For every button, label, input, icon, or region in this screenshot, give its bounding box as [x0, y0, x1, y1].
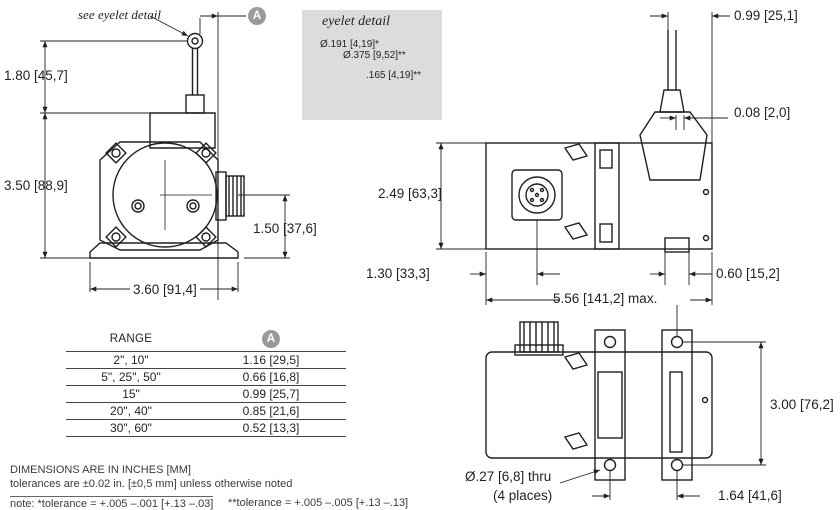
a-value-cell: 0.99 [25,7] [196, 385, 346, 403]
eyelet-detail-title: eyelet detail [322, 14, 391, 29]
eyelet-hole [191, 37, 199, 45]
bottom-connector [519, 321, 559, 353]
a-value-cell: 0.85 [21,6] [196, 402, 346, 420]
tolerance-note-2: **tolerance = +.005 –.005 [+.13 –.13] [228, 497, 409, 509]
table-row: 2", 10" 1.16 [29,5] [66, 351, 346, 369]
front-view [89, 32, 245, 259]
side-body [485, 142, 713, 250]
eyelet-dim-165: .165 [4,19]** [366, 70, 422, 81]
a-column-badge: A [262, 330, 280, 348]
hole-size-label: Ø.27 [6,8] thru [465, 469, 552, 484]
dim-5-56-max: 5.56 [141,2] max. [553, 291, 658, 306]
dim-3-50: 3.50 [88,9] [4, 178, 68, 193]
a-column-header: A [196, 330, 346, 352]
dim-0-08: 0.08 [2,0] [734, 105, 791, 120]
dim-1-80: 1.80 [45,7] [4, 68, 68, 83]
drum-housing [112, 142, 218, 248]
range-cell: 30", 60" [66, 419, 196, 437]
eyelet-ring [186, 32, 204, 50]
bottom-body [485, 351, 713, 459]
bottom-view [485, 321, 713, 481]
dim-3-00: 3.00 [76,2] [770, 397, 834, 412]
dim-1-50: 1.50 [37,6] [253, 221, 317, 236]
eyelet-dim-375: Ø.375 [9,52]** [343, 50, 406, 61]
table-row: 5", 25", 50" 0.66 [16,8] [66, 368, 346, 386]
cable-exit-housing [639, 111, 708, 181]
range-cell: 2", 10" [66, 351, 196, 369]
units-note: DIMENSIONS ARE IN INCHES [MM] [10, 464, 191, 476]
hole-count-label: (4 places) [493, 488, 553, 503]
tolerance-note: tolerances are ±0.02 in. [±0,5 mm] unles… [10, 478, 293, 490]
range-cell: 20", 40" [66, 402, 196, 420]
range-cell: 15" [66, 385, 196, 403]
bottom-dimensions [559, 305, 766, 500]
cable-guide [185, 94, 205, 114]
front-dimensions [40, 12, 290, 300]
side-view [485, 30, 713, 253]
a-dimension-badge: A [248, 7, 266, 25]
dim-1-30: 1.30 [33,3] [366, 266, 430, 281]
dim-1-64: 1.64 [41,6] [718, 488, 782, 503]
range-column-header: RANGE [66, 330, 196, 352]
a-value-cell: 0.66 [16,8] [196, 368, 346, 386]
dim-3-60: 3.60 [91,4] [130, 282, 200, 298]
table-row: 30", 60" 0.52 [13,3] [66, 419, 346, 437]
a-value-cell: 1.16 [29,5] [196, 351, 346, 369]
dim-0-99: 0.99 [25,1] [734, 8, 798, 23]
eyelet-detail-panel [302, 10, 442, 120]
eyelet-dim-191: Ø.191 [4,19]* [320, 39, 379, 50]
eyelet-callout-label: see eyelet detail [78, 7, 162, 22]
upper-housing [149, 112, 216, 149]
side-dimensions [436, 12, 730, 305]
dim-2-49: 2.49 [63,3] [378, 186, 442, 201]
table-row: 15" 0.99 [25,7] [66, 385, 346, 403]
range-cell: 5", 25", 50" [66, 368, 196, 386]
dim-0-60: 0.60 [15,2] [716, 266, 780, 281]
range-table: RANGE A 2", 10" 1.16 [29,5] 5", 25", 50"… [66, 330, 346, 437]
table-row: 20", 40" 0.85 [21,6] [66, 402, 346, 420]
tolerance-note-1: note: *tolerance = +.005 –.001 [+.13 –.0… [10, 496, 214, 510]
a-value-cell: 0.52 [13,3] [196, 419, 346, 437]
